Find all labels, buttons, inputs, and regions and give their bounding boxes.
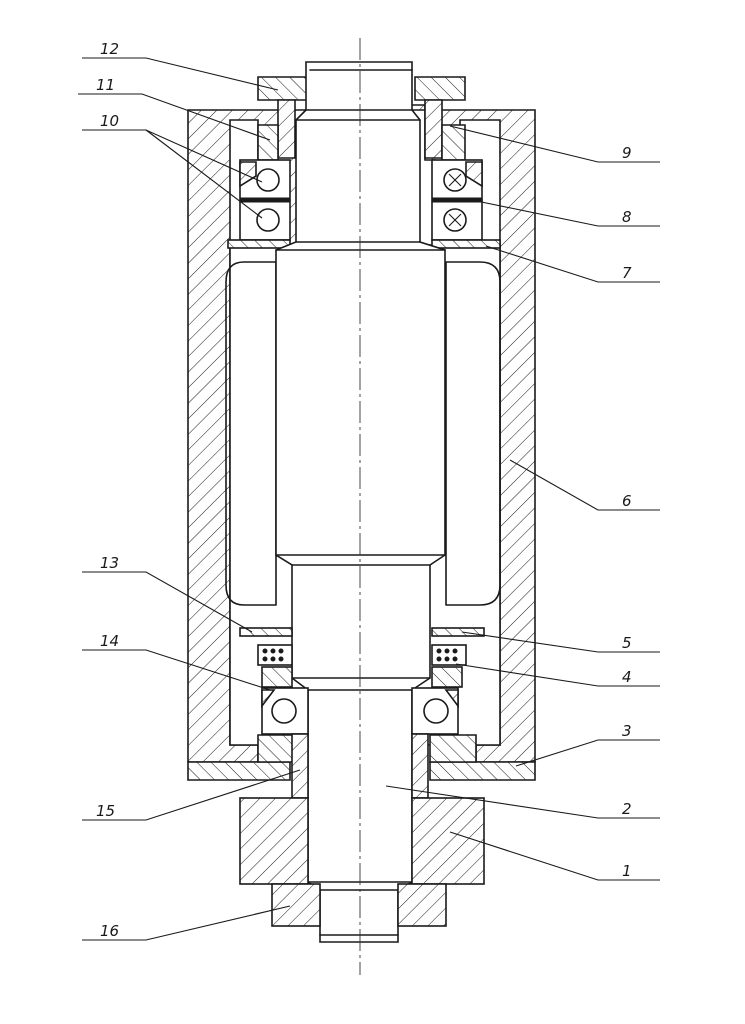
hub bbox=[239, 797, 485, 885]
lower-seals bbox=[239, 627, 485, 688]
callout-13: 13 bbox=[100, 554, 119, 572]
callout-12: 12 bbox=[100, 40, 119, 58]
rotor-winding bbox=[225, 261, 501, 606]
callout-15: 15 bbox=[96, 802, 115, 820]
callout-7: 7 bbox=[622, 264, 632, 282]
callout-labels: 12 11 10 9 8 7 6 13 5 14 4 3 15 2 1 16 bbox=[96, 40, 632, 940]
upper-bearings bbox=[239, 159, 483, 241]
callout-2: 2 bbox=[622, 800, 632, 818]
callout-1: 1 bbox=[622, 862, 632, 880]
callout-6: 6 bbox=[622, 492, 632, 510]
callout-4: 4 bbox=[622, 668, 632, 686]
callout-5: 5 bbox=[622, 634, 632, 652]
lower-bearing bbox=[261, 687, 459, 735]
callout-8: 8 bbox=[622, 208, 632, 226]
spacer-sleeve bbox=[291, 733, 429, 799]
top-bushing bbox=[257, 99, 466, 161]
top-nut bbox=[257, 76, 466, 101]
callout-11: 11 bbox=[96, 76, 115, 94]
callout-9: 9 bbox=[622, 144, 632, 162]
shaft bbox=[275, 61, 446, 943]
callout-3: 3 bbox=[622, 722, 632, 740]
callout-14: 14 bbox=[100, 632, 119, 650]
leader-lines bbox=[78, 57, 660, 941]
callout-16: 16 bbox=[100, 922, 119, 940]
bottom-nut bbox=[271, 883, 447, 927]
callout-10: 10 bbox=[100, 112, 119, 130]
